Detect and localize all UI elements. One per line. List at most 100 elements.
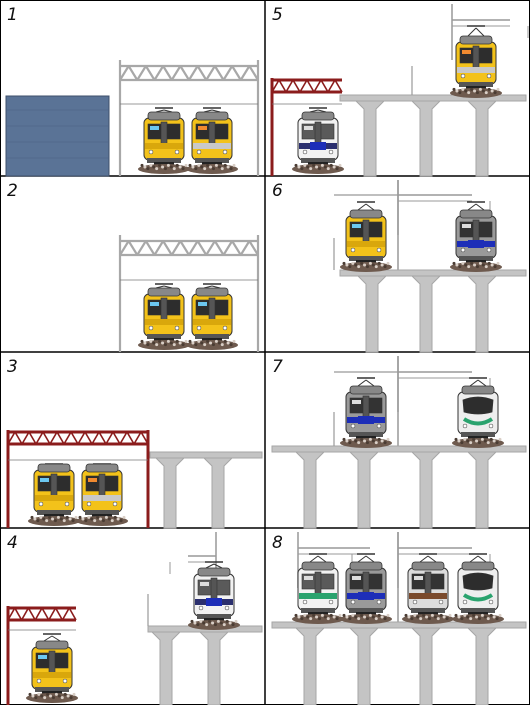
panto-arm-left (357, 555, 367, 563)
ballast-stone (60, 696, 64, 700)
ballast-stone (193, 621, 197, 625)
ballast-stone (206, 339, 210, 343)
ballast-stone (342, 261, 346, 265)
ballast-stone (413, 613, 417, 617)
red-truss (14, 431, 23, 445)
ballast-stone (380, 439, 384, 443)
ballast-stone (172, 343, 176, 347)
panto-arm-right (365, 555, 375, 563)
ballast-stone (40, 694, 44, 698)
coupler (202, 162, 222, 165)
coupler (356, 260, 376, 263)
ballast-stone (99, 517, 103, 521)
catenary-truss (222, 65, 234, 81)
headlight-right (488, 423, 494, 429)
ballast-stone (158, 339, 162, 343)
red-truss (306, 79, 315, 93)
window-right (53, 652, 69, 669)
catenary-truss (196, 65, 208, 81)
coupler (44, 514, 64, 517)
viaduct (149, 451, 263, 529)
ballast-bed (452, 613, 504, 624)
destination-sign (414, 576, 423, 580)
ballast-bed (340, 437, 392, 448)
ballast-stone (194, 343, 198, 347)
headlight-right (486, 73, 492, 79)
ballast-stone (163, 343, 167, 347)
headlight-left (460, 247, 466, 253)
red-truss (334, 79, 343, 93)
ballast-stone (473, 263, 477, 267)
ballast-stone (31, 694, 35, 698)
headlight-right (328, 599, 334, 605)
ballast-stone (360, 437, 364, 441)
ballast-stone (194, 167, 198, 171)
panto-arm-left (309, 555, 319, 563)
ballast-stone (196, 623, 200, 627)
ballast-stone (466, 439, 470, 443)
skirt (195, 334, 229, 339)
red-truss (327, 79, 336, 93)
ballast-stone (478, 87, 482, 91)
ballast-stone (455, 263, 459, 267)
destination-sign (462, 50, 471, 54)
coupler (202, 338, 222, 341)
panel-label-2: 2 (7, 181, 18, 201)
panto-arm-right (427, 555, 437, 563)
ballast-stone (172, 167, 176, 171)
coupler (308, 612, 328, 615)
ballast-stone (467, 265, 471, 269)
ballast-stone (200, 165, 204, 169)
catenary-truss (153, 240, 165, 256)
destination-sign (88, 478, 97, 482)
ballast-stone (452, 87, 456, 91)
ballast-stone (303, 613, 307, 617)
ballast-stone (223, 339, 227, 343)
ballast-stone (495, 441, 499, 445)
ballast-stone (68, 517, 72, 521)
viaduct-deck (339, 94, 527, 102)
ballast-stone (472, 613, 476, 617)
ballast-stone (475, 439, 479, 443)
ballast-stone (365, 265, 369, 269)
ballast-stone (455, 89, 459, 93)
ballast-stone (473, 89, 477, 93)
ballast-stone (466, 615, 470, 619)
train-front-silver-green (292, 553, 344, 624)
catenary-truss (213, 65, 225, 81)
ballast-stone (377, 613, 381, 617)
ballast-stone (326, 617, 330, 621)
panel-label-8: 8 (272, 533, 283, 553)
ballast-stone (231, 623, 235, 627)
ballast-stone (152, 165, 156, 169)
ballast-stone (191, 341, 195, 345)
color-band (145, 319, 183, 325)
ballast-stone (87, 515, 91, 519)
ballast-stone (200, 341, 204, 345)
train-front-white-curve (452, 377, 504, 448)
ballast-stone (216, 619, 220, 623)
ballast-stone (477, 617, 481, 621)
panto-arm-right (475, 203, 485, 211)
catenary-red (270, 78, 343, 176)
ballast-stone (90, 517, 94, 521)
ballast-stone (383, 617, 387, 621)
ballast-stone (43, 696, 47, 700)
ballast-bed (292, 613, 344, 624)
destination-sign (304, 576, 313, 580)
headlight-right (224, 605, 230, 611)
hanger-arm (397, 356, 491, 412)
ballast-stone (181, 343, 185, 347)
ballast-stone (323, 615, 327, 619)
ballast-stone (480, 613, 484, 617)
ballast-stone (377, 261, 381, 265)
headlight-right (438, 599, 444, 605)
ballast-stone (386, 261, 390, 265)
ballast-stone (228, 621, 232, 625)
panel-label-7: 7 (272, 357, 283, 377)
coupler (154, 338, 174, 341)
ballast-stone (309, 167, 313, 171)
ballast-stone (460, 617, 464, 621)
ballast-stone (211, 167, 215, 171)
